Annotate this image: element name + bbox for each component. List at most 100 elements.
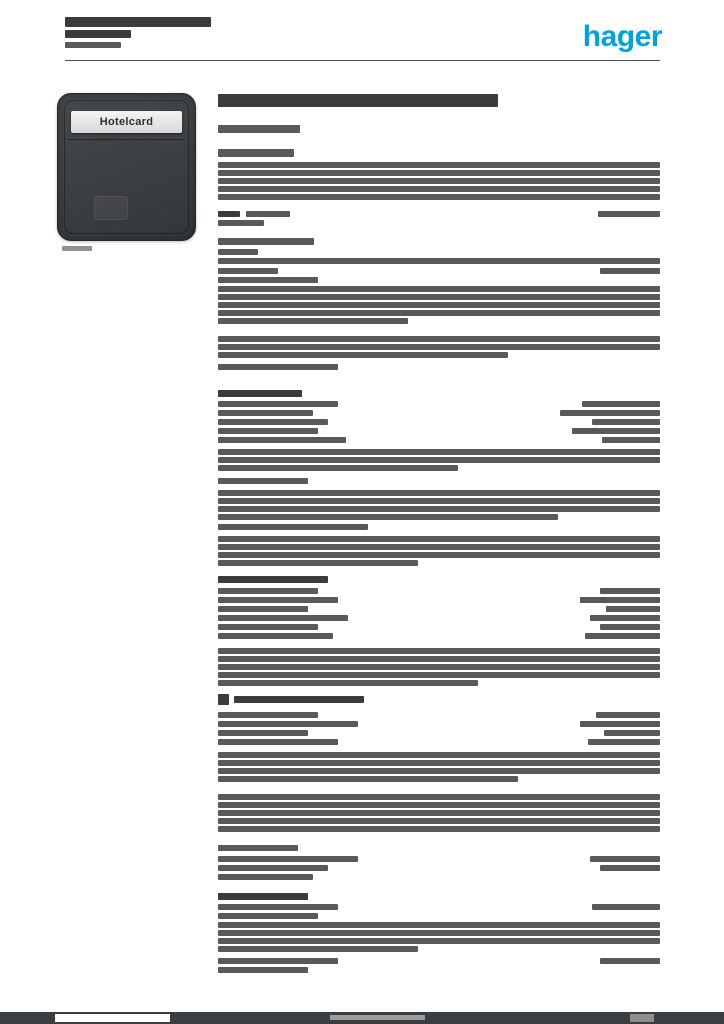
redacted-text-line <box>218 874 313 880</box>
redacted-text-line <box>218 768 660 774</box>
redacted-text-line <box>218 752 660 758</box>
redacted-text-line <box>218 818 660 824</box>
redacted-text-line <box>218 410 313 416</box>
redacted-text-line <box>218 390 302 397</box>
redacted-text-line <box>218 922 660 928</box>
redacted-text-line <box>218 220 264 226</box>
redacted-text-line <box>218 794 660 800</box>
redacted-text-line <box>218 310 660 316</box>
redacted-text-line <box>218 845 298 851</box>
redacted-text-line <box>218 648 660 654</box>
device-frame-seam <box>64 100 189 234</box>
redacted-text-line <box>218 633 333 639</box>
redacted-text-line <box>218 170 660 176</box>
redacted-text-line <box>580 597 660 603</box>
redacted-text-line <box>218 178 660 184</box>
redacted-text-line <box>218 318 408 324</box>
redacted-text-line <box>218 904 338 910</box>
redacted-text-line <box>218 536 660 542</box>
redacted-text-line <box>234 696 364 703</box>
redacted-text-line <box>218 802 660 808</box>
redacted-text-line <box>218 597 338 603</box>
redacted-text-line <box>585 633 660 639</box>
redacted-text-line <box>218 672 660 678</box>
redacted-text-line <box>218 664 660 670</box>
redacted-text-line <box>218 624 318 630</box>
redacted-text-line <box>600 958 660 964</box>
redacted-text-line <box>218 449 660 455</box>
redacted-text-line <box>218 437 346 443</box>
redacted-text-line <box>65 30 131 38</box>
redacted-text-line <box>218 162 660 168</box>
redacted-text-line <box>572 428 660 434</box>
redacted-text-line <box>218 958 338 964</box>
redacted-text-line <box>600 865 660 871</box>
redacted-text-line <box>218 712 318 718</box>
redacted-text-line <box>218 457 660 463</box>
redacted-text-line <box>218 552 660 558</box>
redacted-text-line <box>218 721 358 727</box>
redacted-text-line <box>218 544 660 550</box>
redacted-text-line <box>598 211 660 217</box>
redacted-text-line <box>588 739 660 745</box>
redacted-text-line <box>65 42 121 48</box>
footer-bar <box>0 1012 724 1024</box>
redacted-text-line <box>590 615 660 621</box>
redacted-text-line <box>218 810 660 816</box>
redacted-text-line <box>218 730 308 736</box>
redacted-text-line <box>602 437 660 443</box>
redacted-text-line <box>218 364 338 370</box>
redacted-text-line <box>218 125 300 133</box>
redacted-text-line <box>218 352 508 358</box>
redacted-text-line <box>218 498 660 504</box>
redacted-text-line <box>218 428 318 434</box>
redacted-text-line <box>218 249 258 255</box>
redacted-text-line <box>600 268 660 274</box>
footer-text-bar <box>330 1015 425 1020</box>
redacted-text-line <box>246 211 290 217</box>
redacted-text-line <box>218 268 278 274</box>
redacted-text-line <box>218 286 660 292</box>
redacted-text-line <box>592 419 660 425</box>
redacted-text-line <box>218 277 318 283</box>
redacted-text-line <box>218 913 318 919</box>
card-slot-window <box>94 196 128 220</box>
redacted-text-line <box>218 680 478 686</box>
redacted-text-line <box>218 302 660 308</box>
redacted-text-line <box>604 730 660 736</box>
redacted-text-line <box>218 336 660 342</box>
redacted-text-line <box>218 776 518 782</box>
redacted-text-line <box>560 410 660 416</box>
redacted-text-line <box>218 238 314 245</box>
redacted-text-line <box>65 17 211 27</box>
redacted-text-line <box>582 401 660 407</box>
redacted-text-line <box>218 560 418 566</box>
redacted-text-line <box>218 94 498 107</box>
redacted-text-line <box>218 294 660 300</box>
redacted-text-line <box>218 588 318 594</box>
redacted-text-line <box>218 478 308 484</box>
footer-logo-box <box>55 1014 170 1022</box>
redacted-text-line <box>218 938 660 944</box>
redacted-text-line <box>600 624 660 630</box>
redacted-text-line <box>218 856 358 862</box>
redacted-text-line <box>218 615 348 621</box>
redacted-text-line <box>218 606 308 612</box>
header-divider <box>65 60 660 61</box>
redacted-text-line <box>218 865 328 871</box>
redacted-text-line <box>218 967 308 973</box>
hotelcard-label: Hotelcard <box>71 111 182 133</box>
device-seam-line <box>68 139 185 140</box>
redacted-text-line <box>580 721 660 727</box>
redacted-text-line <box>62 246 92 251</box>
product-image-hotelcard-switch: Hotelcard <box>57 93 196 241</box>
redacted-text-line <box>218 576 328 583</box>
redacted-text-line <box>600 588 660 594</box>
redacted-text-line <box>218 344 660 350</box>
redacted-text-line <box>218 739 338 745</box>
redacted-text-line <box>218 401 338 407</box>
redacted-text-line <box>218 760 660 766</box>
footer-page-box <box>630 1014 654 1022</box>
redacted-text-line <box>218 506 660 512</box>
